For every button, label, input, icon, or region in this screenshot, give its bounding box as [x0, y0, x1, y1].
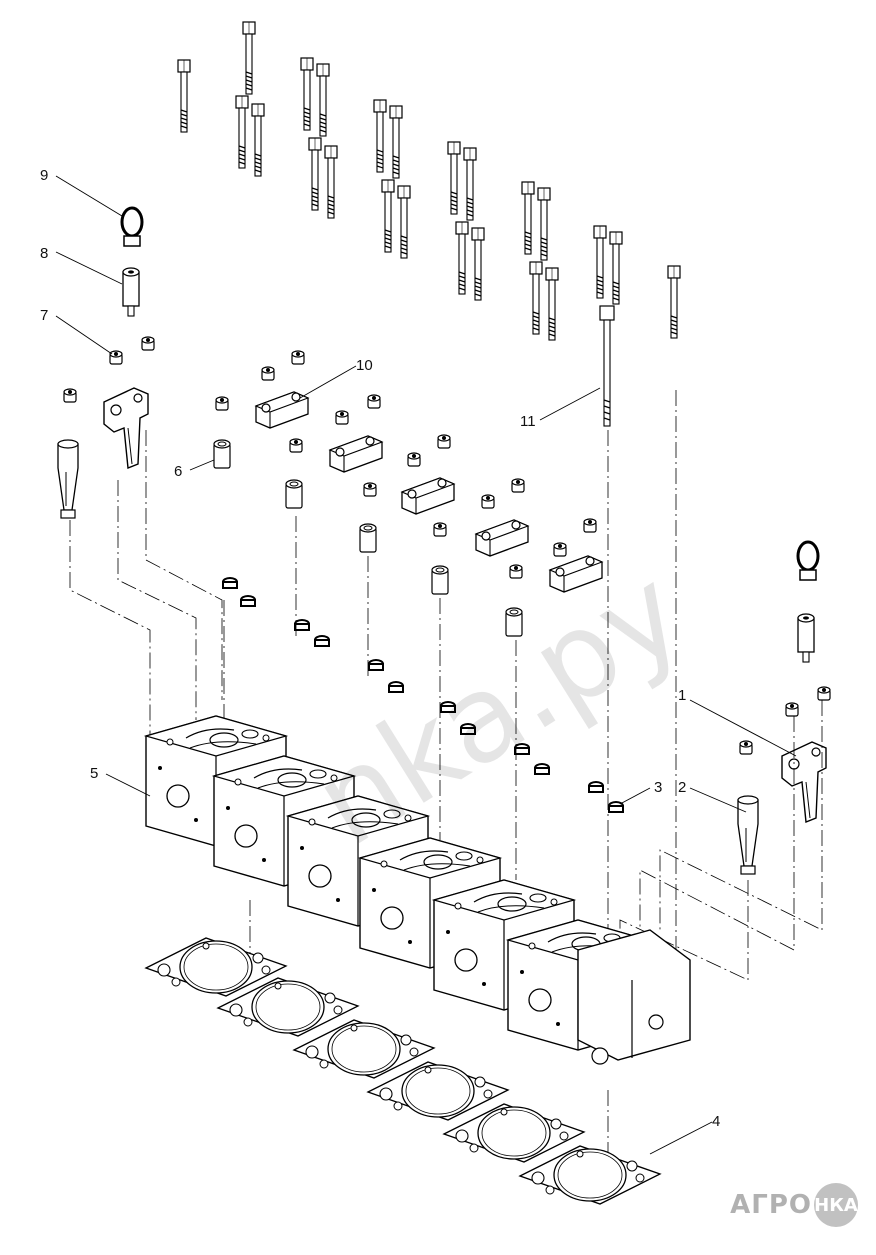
- callout-5: 5: [90, 765, 98, 782]
- brand-logo: АГРО НКА: [730, 1183, 858, 1227]
- spacer-right: [797, 613, 815, 663]
- cylinder-head-bolts: [177, 21, 681, 341]
- callout-9: 9: [40, 167, 48, 184]
- cylinder-heads: [145, 715, 691, 1065]
- leader-lines: [55, 175, 797, 1155]
- long-bolt-11: [599, 305, 615, 427]
- spacer-left: [122, 267, 140, 317]
- callout-10: 10: [356, 357, 373, 374]
- valve-bridges: [255, 391, 603, 593]
- logo-circle: НКА: [814, 1183, 858, 1227]
- callout-7: 7: [40, 307, 48, 324]
- logo-word: АГРО: [730, 1190, 812, 1220]
- injector-left: [57, 439, 79, 519]
- callouts: 1 2 3 4 5 6 7 8 9 10 11: [40, 167, 720, 1130]
- callout-4: 4: [712, 1113, 720, 1130]
- callout-11: 11: [520, 413, 536, 430]
- callout-1: 1: [678, 687, 686, 704]
- injector-right: [737, 795, 759, 875]
- bracket-left: [103, 387, 149, 469]
- callout-8: 8: [40, 245, 48, 262]
- callout-6: 6: [174, 463, 182, 480]
- bracket-right: [781, 741, 827, 823]
- callout-3: 3: [654, 779, 662, 796]
- watermark-text: nka.py: [292, 542, 707, 873]
- callout-2: 2: [678, 779, 686, 796]
- eyebolt-left: [120, 206, 144, 248]
- eyebolt-right: [796, 540, 820, 582]
